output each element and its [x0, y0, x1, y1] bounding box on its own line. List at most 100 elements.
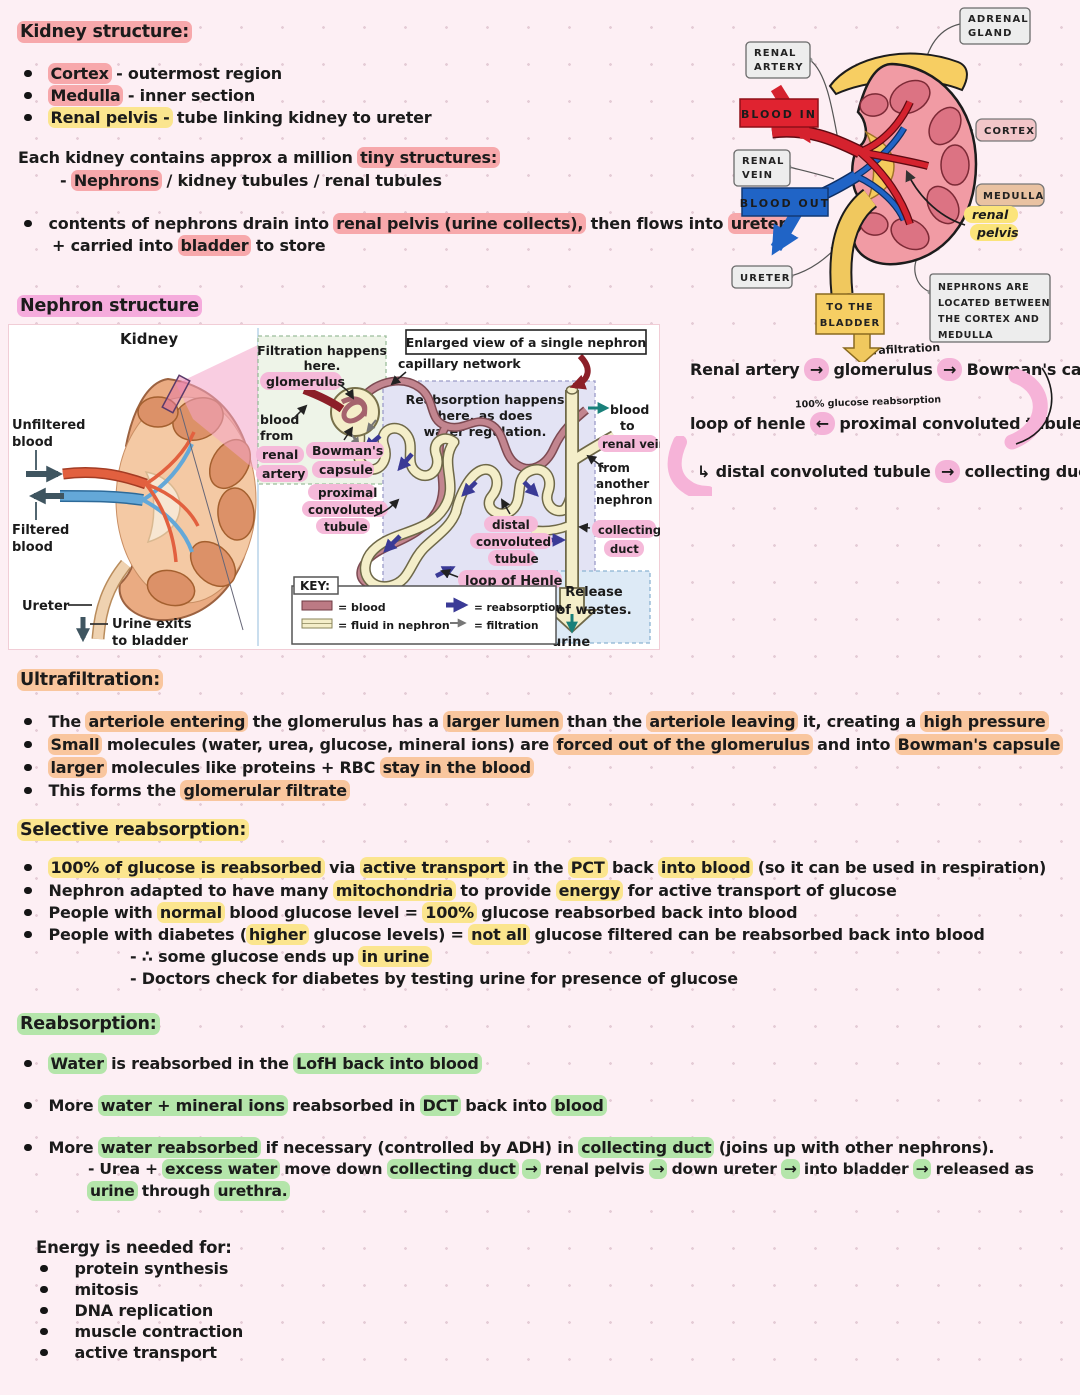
text-segment: arteriole leaving — [646, 711, 799, 732]
capillary-network-label: capillary network — [398, 356, 521, 371]
section-heading-nephron-structure: Nephron structure — [17, 295, 202, 317]
key-title-box — [293, 576, 339, 595]
from-another-label-2: another — [596, 477, 649, 491]
note-line: Each kidney contains approx a million ti… — [18, 147, 501, 168]
note-subline: - Urea + excess water move down collecti… — [88, 1159, 1034, 1179]
list-item: protein synthesis — [40, 1259, 229, 1278]
pct-highlight — [308, 484, 376, 500]
text-segment: via — [323, 858, 361, 877]
text-segment: 100% — [422, 902, 477, 923]
text-segment: → — [935, 460, 961, 483]
loop-pointer — [440, 569, 459, 579]
magnifier-line — [179, 407, 244, 631]
list-item: active transport — [40, 1343, 218, 1362]
text-segment: LofH back into blood — [293, 1053, 482, 1074]
text-segment: than the — [561, 712, 648, 731]
renal-artery-label-2: ARTERY — [754, 62, 804, 73]
text-segment: it, creating a — [797, 712, 922, 731]
key-reabsorption-label: = reabsorption — [474, 602, 563, 614]
note-line: Renal pelvis - tube linking kidney to ur… — [24, 107, 432, 128]
text-segment: larger lumen — [443, 711, 563, 732]
kidney-vessels — [59, 431, 200, 563]
renal-vein-label: renal vein — [602, 437, 660, 451]
bowmans-label-2: capsule — [319, 462, 373, 477]
filtered-blood-label-2: blood — [12, 540, 53, 555]
text-segment: released as — [930, 1160, 1034, 1178]
afferent-arteriole — [302, 386, 345, 413]
text-segment: glucose reabsorbed back into blood — [475, 903, 798, 922]
text-segment: Bowman's capsule — [966, 360, 1080, 379]
nephrons-note-box — [929, 273, 1051, 343]
blood-from-pointer — [291, 404, 308, 421]
text-segment: Renal artery — [690, 360, 805, 379]
text-segment: arteriole entering — [85, 711, 249, 732]
pink-swoosh — [667, 436, 712, 496]
text-segment: → — [912, 1159, 932, 1179]
renal-vein-tag — [733, 149, 791, 187]
note-line: People with normal blood glucose level =… — [24, 902, 798, 923]
dct-pointer — [501, 498, 511, 515]
ureter-tag — [731, 265, 793, 289]
cortex-tag — [975, 118, 1037, 142]
note-line: Medulla - inner section — [24, 85, 256, 106]
loop-highlight — [458, 570, 562, 589]
section-heading-ultrafiltration: Ultrafiltration: — [17, 669, 164, 691]
text-segment: tiny structures: — [357, 147, 501, 168]
text-segment: energy — [555, 880, 624, 901]
note-line: Cortex - outermost region — [24, 63, 282, 84]
text-segment: through — [136, 1182, 216, 1200]
text-segment: for active transport of glucose — [622, 881, 897, 900]
collecting-highlight — [592, 520, 656, 538]
text-segment: - inner section — [122, 86, 256, 105]
renal-pelvis-label-1: renal — [972, 207, 1009, 222]
section-heading-kidney-structure: Kidney structure: — [17, 21, 193, 43]
text-segment: is reabsorbed in the — [105, 1054, 295, 1073]
adrenal-label-1: ADRENAL — [968, 14, 1029, 25]
text-segment: blood glucose level = — [223, 903, 424, 922]
adrenal-label-2: GLAND — [968, 28, 1013, 39]
text-segment: high pressure — [920, 711, 1049, 732]
text-segment: mitochondria — [332, 880, 457, 901]
text-segment: down ureter — [666, 1160, 782, 1178]
pct-highlight — [316, 518, 370, 534]
key-box — [291, 585, 557, 645]
text-segment: and into — [811, 735, 896, 754]
release-label-2: of wastes. — [556, 603, 631, 618]
dct-label-1: distal — [492, 518, 530, 532]
note-line: + carried into bladder to store — [52, 235, 326, 256]
pct-pointer — [373, 498, 400, 517]
note-line: Water is reabsorbed in the LofH back int… — [24, 1053, 482, 1074]
bowmans-highlight — [306, 442, 384, 459]
renal-artery-highlight — [256, 446, 304, 463]
to-bladder-arrow — [842, 331, 882, 362]
pct-highlight — [302, 501, 388, 517]
flow-line-3: ↳ distal convoluted tubule → collecting … — [697, 460, 1080, 483]
text-segment: (so it can be used in respiration) — [752, 858, 1047, 877]
text-segment: glucose filtered can be reabsorbed back … — [529, 925, 985, 944]
text-segment: People with diabetes ( — [48, 925, 248, 944]
text-segment: - Urea + — [88, 1160, 164, 1178]
text-segment: ↳ distal convoluted tubule — [697, 462, 937, 481]
text-segment: This forms the — [48, 781, 182, 800]
text-segment: ← — [809, 412, 835, 435]
diagram-tags: ADRENAL GLAND RENAL ARTERY RENAL VEIN UR… — [731, 7, 1051, 343]
collecting-label-1: collecting — [598, 523, 660, 537]
energy-item: active transport — [74, 1343, 218, 1362]
text-segment: in urine — [358, 946, 433, 967]
cortex-label: CORTEX — [984, 126, 1035, 137]
text-segment: if necessary (controlled by ADH) in — [260, 1138, 580, 1157]
key-fluid-label: = fluid in nephron — [338, 619, 450, 632]
text-segment: into bladder — [798, 1160, 914, 1178]
pct-label-2: convoluted — [308, 503, 383, 517]
note-line: contents of nephrons drain into renal pe… — [24, 213, 790, 234]
text-segment: Nephrons — [70, 170, 163, 191]
renal-vein-label-2: VEIN — [742, 170, 773, 181]
text-segment: / kidney tubules / renal tubules — [161, 171, 442, 190]
text-segment: proximal convoluted tubule ← — [833, 414, 1080, 433]
renal-artery-highlight — [256, 465, 308, 482]
note-line: 100% of glucose is reabsorbed via active… — [24, 857, 1047, 878]
annotation-glucose-reabsorption: 100% glucose reabsorption — [794, 394, 942, 411]
text-segment: collecting duct — [964, 462, 1080, 481]
blood-in-box — [739, 98, 819, 128]
